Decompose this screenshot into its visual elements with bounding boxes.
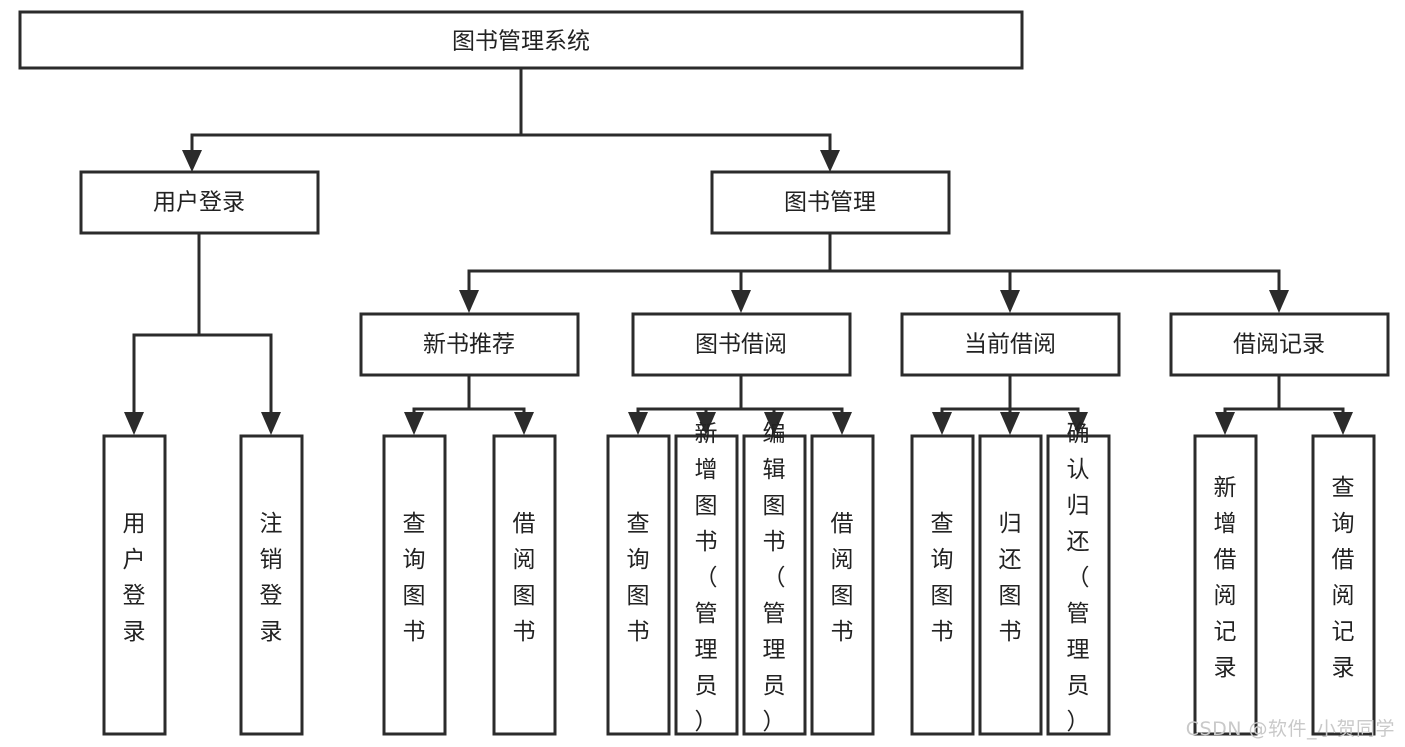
leaf-box[interactable] — [674, 434, 739, 736]
node-book-management-box[interactable] — [710, 170, 951, 235]
node-book-management-label: 图书管理 — [784, 190, 876, 216]
leaf-label: 编辑图书（管理员） — [763, 421, 786, 735]
node-borrow-record[interactable]: 借阅记录 — [1169, 312, 1390, 377]
leaf-new-book-1[interactable]: 查询图书 — [382, 434, 447, 736]
node-current-borrow-box[interactable] — [900, 312, 1121, 377]
node-book-borrow[interactable]: 图书借阅 — [631, 312, 852, 377]
arrowhead-icon — [1068, 412, 1088, 435]
csdn-watermark: CSDN @软件_小贺同学 — [1185, 718, 1395, 740]
node-root-label: 图书管理系统 — [452, 29, 590, 55]
leaf-box[interactable] — [1193, 434, 1258, 736]
leaf-label: 归还图书 — [999, 511, 1022, 645]
node-new-book-recommend-label: 新书推荐 — [423, 332, 515, 358]
leaf-box[interactable] — [239, 434, 304, 736]
arrowhead-icon — [1215, 412, 1235, 435]
arrowhead-icon — [1269, 290, 1289, 313]
arrowhead-icon — [1000, 290, 1020, 313]
edge-newbook-to-leaves — [404, 373, 534, 435]
leaf-borrow-record-1[interactable]: 新增借阅记录 — [1193, 434, 1258, 736]
node-root-box[interactable] — [18, 10, 1024, 70]
node-root[interactable]: 图书管理系统 — [18, 10, 1024, 70]
node-current-borrow-label: 当前借阅 — [964, 332, 1056, 358]
node-user-login-label: 用户登录 — [153, 190, 245, 216]
leaf-box[interactable] — [102, 434, 167, 736]
leaf-box[interactable] — [382, 434, 447, 736]
leaf-box[interactable] — [742, 434, 807, 736]
node-new-book-recommend[interactable]: 新书推荐 — [359, 312, 580, 377]
arrowhead-icon — [1000, 412, 1020, 435]
leaf-box[interactable] — [492, 434, 557, 736]
leaf-label: 确认归还（管理员） — [1067, 421, 1090, 735]
leaf-book-borrow-2[interactable]: 新增图书（管理员） — [674, 421, 739, 736]
leaf-label: 新增借阅记录 — [1214, 475, 1237, 681]
leaf-label: 注销登录 — [260, 511, 283, 645]
node-current-borrow[interactable]: 当前借阅 — [900, 312, 1121, 377]
arrowhead-icon — [696, 412, 716, 435]
leaf-box[interactable] — [810, 434, 875, 736]
leaf-current-borrow-2[interactable]: 归还图书 — [978, 434, 1043, 736]
leaf-label: 查询图书 — [403, 511, 426, 645]
leaf-user-login-2[interactable]: 注销登录 — [239, 434, 304, 736]
node-book-borrow-label: 图书借阅 — [695, 332, 787, 358]
edge-bookborrow-to-leaves — [628, 373, 852, 435]
arrowhead-icon — [764, 412, 784, 435]
node-new-book-recommend-box[interactable] — [359, 312, 580, 377]
leaf-box[interactable] — [910, 434, 975, 736]
node-user-login-box[interactable] — [79, 170, 320, 235]
leaf-current-borrow-3[interactable]: 确认归还（管理员） — [1046, 421, 1111, 736]
edge-userlogin-to-leaves — [124, 231, 281, 435]
leaf-label: 借阅图书 — [831, 511, 854, 645]
edge-root-to-level2 — [182, 66, 840, 172]
arrowhead-icon — [628, 412, 648, 435]
leaf-user-login-1[interactable]: 用户登录 — [102, 434, 167, 736]
arrowhead-icon — [261, 412, 281, 435]
node-book-management[interactable]: 图书管理 — [710, 170, 951, 235]
leaf-label: 用户登录 — [123, 511, 146, 645]
leaf-label: 借阅图书 — [513, 511, 536, 645]
edge-borrowrecord-to-leaves — [1215, 373, 1353, 435]
node-borrow-record-box[interactable] — [1169, 312, 1390, 377]
arrowhead-icon — [932, 412, 952, 435]
leaf-borrow-record-2[interactable]: 查询借阅记录 — [1311, 434, 1376, 736]
leaf-box[interactable] — [606, 434, 671, 736]
leaf-new-book-2[interactable]: 借阅图书 — [492, 434, 557, 736]
arrowhead-icon — [820, 150, 840, 172]
arrowhead-icon — [832, 412, 852, 435]
node-user-login[interactable]: 用户登录 — [79, 170, 320, 235]
leaf-book-borrow-3[interactable]: 编辑图书（管理员） — [742, 421, 807, 736]
arrowhead-icon — [459, 290, 479, 313]
arrowhead-icon — [182, 150, 202, 172]
edge-currentborrow-to-leaves — [932, 373, 1088, 435]
leaf-label: 查询借阅记录 — [1332, 475, 1355, 681]
leaf-box[interactable] — [1046, 434, 1111, 736]
arrowhead-icon — [731, 290, 751, 313]
leaf-label: 新增图书（管理员） — [695, 421, 718, 735]
leaf-current-borrow-1[interactable]: 查询图书 — [910, 434, 975, 736]
leaf-book-borrow-4[interactable]: 借阅图书 — [810, 434, 875, 736]
arrowhead-icon — [404, 412, 424, 435]
edge-bookmgmt-to-level3 — [459, 231, 1289, 313]
node-borrow-record-label: 借阅记录 — [1233, 332, 1325, 358]
node-book-borrow-box[interactable] — [631, 312, 852, 377]
leaf-label: 查询图书 — [931, 511, 954, 645]
leaf-box[interactable] — [978, 434, 1043, 736]
arrowhead-icon — [514, 412, 534, 435]
arrowhead-icon — [124, 412, 144, 435]
arrowhead-icon — [1333, 412, 1353, 435]
leaf-box[interactable] — [1311, 434, 1376, 736]
leaf-label: 查询图书 — [627, 511, 650, 645]
leaf-book-borrow-1[interactable]: 查询图书 — [606, 434, 671, 736]
